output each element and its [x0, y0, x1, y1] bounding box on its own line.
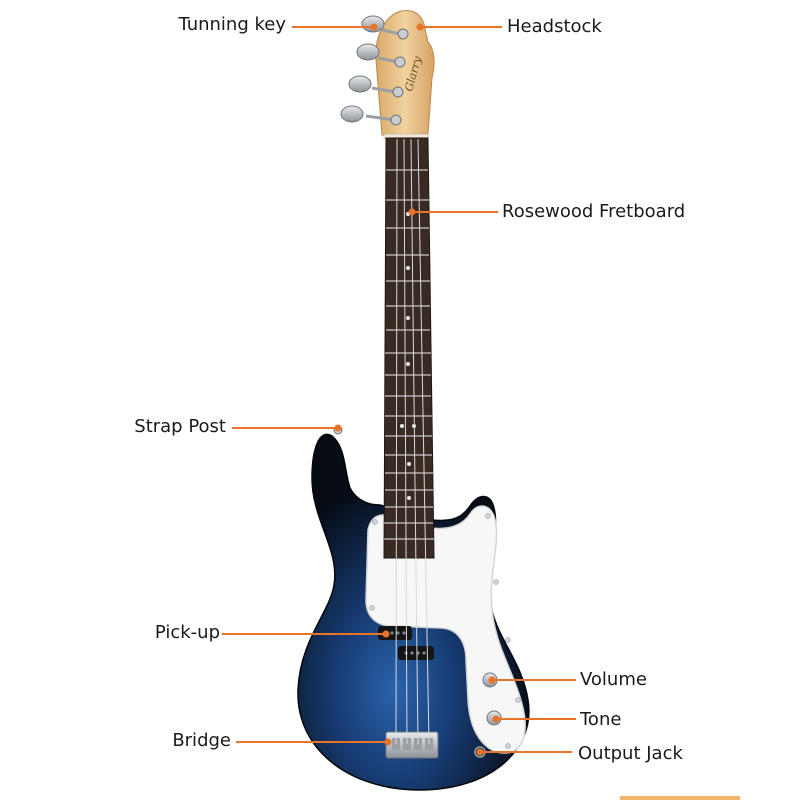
headstock: [375, 10, 435, 136]
rosewood-fretboard: [383, 137, 435, 559]
tuning-key-3: [348, 75, 404, 98]
tuning-key-4: [340, 105, 402, 126]
fret-markers: [400, 212, 416, 500]
leader-output-jack: [476, 748, 572, 756]
label-bridge: Bridge: [172, 730, 231, 751]
label-tuning-key: Tunning key: [178, 14, 286, 35]
leader-volume: [488, 676, 576, 684]
corner-accent-bar: [620, 796, 740, 800]
strings: [395, 138, 430, 745]
label-tone: Tone: [580, 709, 622, 730]
label-volume: Volume: [580, 669, 647, 690]
label-fretboard: Rosewood Fretboard: [502, 201, 686, 222]
label-output-jack: Output Jack: [578, 743, 683, 764]
label-strap-post: Strap Post: [134, 416, 226, 437]
pickguard-screws: [369, 513, 521, 749]
leader-strap-post: [232, 424, 342, 432]
callout-leaders: [222, 23, 576, 756]
label-headstock: Headstock: [507, 16, 602, 37]
tuning-key-2: [356, 43, 406, 68]
leader-fretboard: [408, 208, 498, 216]
leader-tone: [492, 715, 576, 723]
leader-pickup: [222, 630, 390, 638]
label-pickup: Pick-up: [154, 622, 220, 643]
bridge: [385, 731, 439, 759]
leader-headstock: [416, 23, 502, 31]
leader-bridge: [236, 738, 392, 746]
leader-tuning-key: [292, 23, 378, 31]
